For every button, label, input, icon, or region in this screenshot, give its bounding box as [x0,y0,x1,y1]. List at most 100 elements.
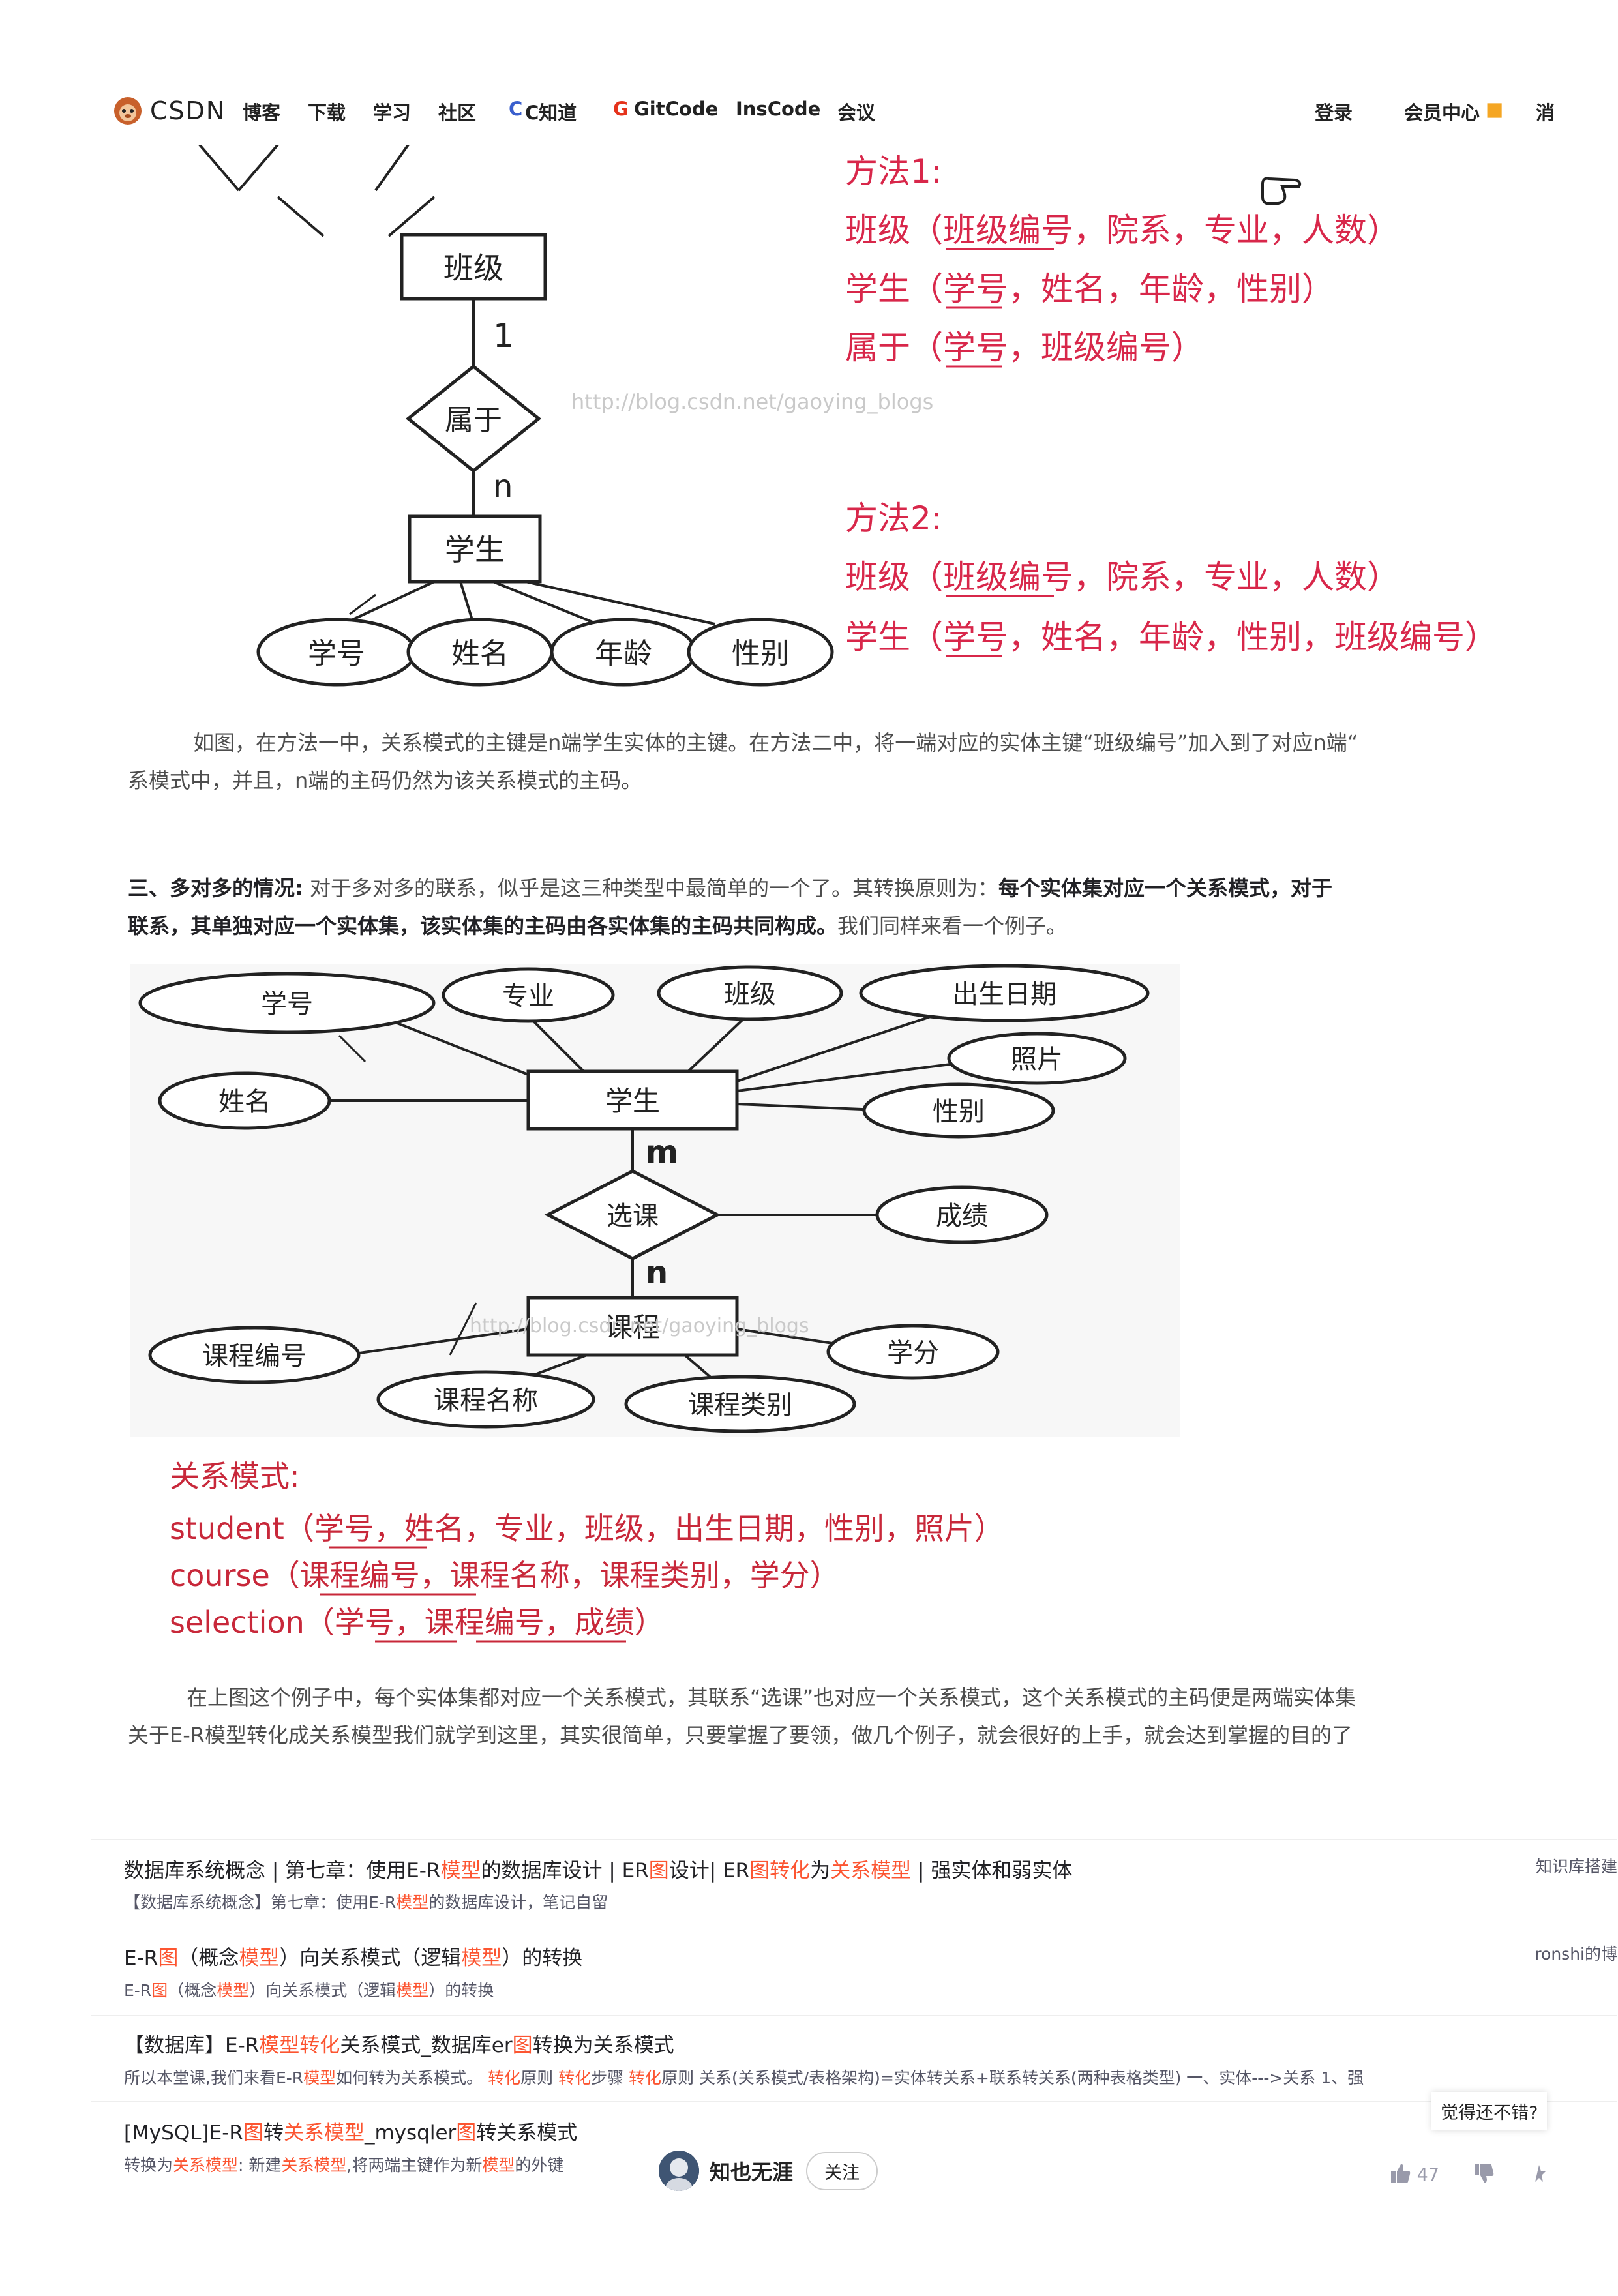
highlight-keyword: 图 [243,2121,263,2145]
nav-meeting[interactable]: 会议 [837,102,876,124]
relation-schema-image: 关系模式: student（学号，姓名，专业，班级，出生日期，性别，照片） co… [130,1441,1304,1663]
er-diagram-many-to-many: 学生 学号 专业 班级 出生日期 照片 姓名 性别 m 选课 成绩 n 课程 [130,964,1180,1437]
nav-czhidao[interactable]: C知道 [525,102,577,124]
text-segment: 的数据库设计 | ER [481,1859,649,1883]
d2-cardinality-m: m [646,1134,678,1170]
recommend-source[interactable]: ronshi的博 [1535,1945,1617,1963]
feedback-tip[interactable]: 觉得还不错? [1431,2092,1548,2130]
thumbs-down-icon [1475,2164,1494,2183]
schema-selection: selection（学号，课程编号，成绩） [170,1605,665,1640]
follow-button[interactable]: 关注 [806,2151,878,2190]
method1-line2: 学生（学号，姓名，年龄，性别） [845,270,1334,308]
recommend-desc: 转换为关系模型: 新建关系模型,将两端主键作为新模型的外键 [124,2153,563,2176]
text-segment: ）的转换 [502,1946,583,1970]
like-button[interactable]: 47 [1389,2162,1439,2185]
d2-relation-label: 选课 [607,1201,659,1231]
attr-gender: 性别 [732,637,789,670]
text-segment: ,将两端主键作为新 [346,2156,483,2175]
attr-student-id: 学号 [308,637,365,670]
highlight-keyword: 关系模型 [173,2156,239,2175]
monkey-logo-icon [114,97,142,125]
highlight-keyword: 关系模型 [830,1859,912,1883]
schema-student: student（学号，姓名，专业，班级，出生日期，性别，照片） [170,1511,1004,1546]
author-name[interactable]: 知也无涯 [710,2160,794,2184]
text-segment: 设计| ER [668,1859,750,1883]
entity-class-box [400,233,547,301]
recommend-item-4[interactable]: [MySQL]E-R图转关系模型_mysqler图转关系模式 转换为关系模型: … [91,2101,1617,2193]
nav-learn[interactable]: 学习 [373,102,412,124]
attr-age: 年龄 [595,637,652,670]
recommend-item-2[interactable]: E-R图（概念模型）向关系模式（逻辑模型）的转换 E-R图 （概念 模型）向关系模式… [91,1928,1617,2013]
nav-community[interactable]: 社区 [438,102,477,124]
nav-more[interactable]: 消 [1536,102,1555,124]
paragraph-1-line1: 如图，在方法一中，关系模式的主键是n端学生实体的主键。在方法二中，将一端对应的实… [193,730,1358,755]
recommend-title[interactable]: [MySQL]E-R图转关系模型_mysqler图转关系模式 [124,2116,577,2145]
method1-line3: 属于（学号，班级编号） [845,329,1204,366]
text-segment: 所以本堂课,我们来看E-R [124,2068,304,2087]
recommend-title[interactable]: 【数据库】E-R模型转化关系模式_数据库er图转换为关系模式 [124,2029,674,2058]
csdn-logo[interactable]: CSDN [112,93,226,128]
recommend-desc: 所以本堂课,我们来看E-R模型如何转为关系模式。 转化原则 转化步骤 转化原则 … [124,2065,1364,2089]
recommend-item-1[interactable]: 数据库系统概念 | 第七章：使用E-R模型的数据库设计 | ER图设计| ER图… [91,1839,1617,1924]
nav-blog[interactable]: 博客 [243,102,281,124]
highlight-keyword: 模型 [482,2156,515,2175]
recommend-desc: 【数据库系统概念】第七章：使用E-R模型的数据库设计，笔记自留 [124,1890,608,1913]
d2-cardinality-n: n [646,1255,668,1291]
text-segment: 的数据库设计，笔记自留 [428,1893,608,1912]
d2-attr-gender: 性别 [933,1097,985,1127]
text-segment: （概念 [168,1981,217,2000]
d2-relation-attr-score: 成绩 [936,1201,988,1231]
paragraph-2-line2-bold: 联系，其单独对应一个实体集，该实体集的主码由各实体集的主码共同构成。 [128,914,838,938]
top-nav-bar [0,78,1618,145]
highlight-keyword: 图 [648,1859,669,1883]
highlight-keyword: 转化 [488,2068,521,2087]
hand-cursor-icon [1261,177,1302,205]
text-segment: 为 [810,1859,831,1883]
entity-student-box [408,514,542,584]
author-avatar[interactable] [659,2151,699,2191]
recommend-title[interactable]: 数据库系统概念 | 第七章：使用E-R模型的数据库设计 | ER图设计| ER图… [124,1854,1072,1883]
schema-title: 关系模式: [170,1459,300,1494]
vip-center-link[interactable]: 会员中心 [1404,102,1480,124]
highlight-keyword: 图 [512,2034,533,2057]
d2-entity-student-label: 学生 [605,1085,660,1117]
method2-line1: 班级（班级编号，院系，专业，人数） [845,558,1400,596]
star-icon [1535,2165,1546,2182]
cardinality-n: n [493,468,513,505]
collect-button[interactable] [1533,2162,1546,2189]
highlight-keyword: 关系模型 [281,2156,347,2175]
text-segment: E-R [124,1946,158,1970]
method1-line1: 班级（班级编号，院系，专业，人数） [845,211,1400,249]
er-diagram-2-svg: 学生 学号 专业 班级 出生日期 照片 姓名 性别 m 选课 成绩 n 课程 [138,964,1150,1433]
text-segment: 原则 关系(关系模式/表格架构)=实体转关系+联系转关系(两种表格类型) 一、实… [661,2068,1364,2087]
method2-title: 方法2: [845,499,942,537]
paragraph-2-line1-plain: 对于多对多的联系，似乎是这三种类型中最简单的一个了。其转换原则为： [303,876,998,901]
d2-entity-course-label: 课程 [605,1311,660,1343]
d2-attr-birthdate: 出生日期 [952,979,1056,1009]
paragraph-1: 如图，在方法一中，关系模式的主键是n端学生实体的主键。在方法二中，将一端对应的实… [128,724,1358,799]
recommend-item-3[interactable]: 【数据库】E-R模型转化关系模式_数据库er图转换为关系模式 所以本堂课,我们来… [91,2015,1617,2100]
dislike-button[interactable] [1473,2162,1495,2189]
d2-attr-student-id: 学号 [261,989,313,1019]
d2-attr-credit: 学分 [887,1338,939,1368]
paragraph-1-line2: 系模式中，并且，n端的主码仍然为该关系模式的主码。 [128,768,642,793]
nav-inscode[interactable]: InsCode [736,98,821,120]
logo-text: CSDN [150,97,226,125]
highlight-keyword: 模型 [396,1981,429,2000]
thumbs-up-icon [1391,2164,1411,2183]
text-segment: ）的转换 [428,1981,494,2000]
highlight-keyword: 图 [158,1946,179,1970]
recommend-title[interactable]: E-R图（概念模型）向关系模式（逻辑模型）的转换 [124,1941,582,1971]
highlight-keyword: 模型转化 [259,2034,340,2057]
paragraph-2: 三、多对多的情况: 对于多对多的联系，似乎是这三种类型中最简单的一个了。其转换原… [128,869,1332,945]
text-segment: 步骤 [591,2068,629,2087]
nav-gitcode[interactable]: GitCode [634,98,719,120]
recommend-source[interactable]: 知识库搭建 [1535,1857,1617,1876]
login-link[interactable]: 登录 [1315,102,1353,124]
text-segment: 关系模式_数据库er [340,2034,513,2057]
text-segment: ）向关系模式（逻辑 [249,1981,397,2000]
d2-attr-course-id: 课程编号 [202,1341,307,1371]
text-segment: 的外键 [515,2156,564,2175]
nav-download[interactable]: 下载 [308,102,346,124]
d2-attr-major: 专业 [502,981,554,1011]
